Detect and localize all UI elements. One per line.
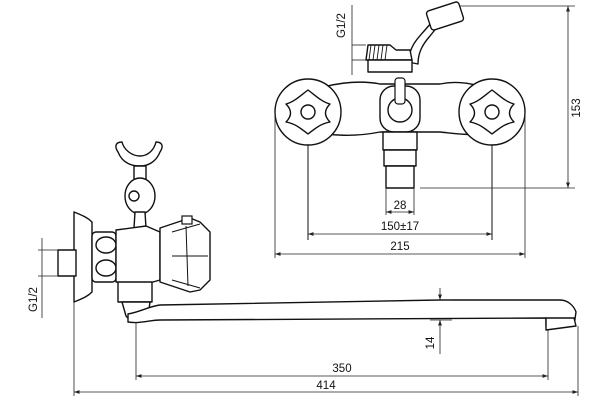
side-body (115, 225, 161, 285)
holder-screw (128, 190, 140, 202)
spout-nut-bottom (385, 165, 415, 189)
shower-outlet-head (425, 1, 465, 31)
side-handle[interactable] (159, 217, 211, 293)
total-414-label: 414 (316, 380, 336, 392)
nut-boss-bottom (95, 259, 117, 277)
width-215-label: 215 (390, 241, 409, 253)
width-28-label: 28 (394, 200, 407, 212)
outlet-collar (367, 59, 413, 73)
side-dimensions: G1/2 14 350 414 (28, 238, 579, 396)
shower-holder-cradle (115, 141, 163, 167)
eccentric-connector (57, 249, 77, 277)
height-153-label: 153 (571, 98, 583, 117)
front-view (274, 1, 526, 240)
handle-facets (171, 223, 208, 289)
thread-side-label: G1/2 (28, 287, 40, 312)
side-spout-nut (117, 281, 153, 303)
spout-350-label: 350 (332, 363, 351, 375)
side-wall-flange (73, 211, 93, 303)
handle-cap-top (181, 215, 193, 225)
thread-top-label: G1/2 (336, 13, 348, 38)
spout-aerator (545, 317, 577, 331)
spout-14-label: 14 (425, 336, 437, 349)
diverter-lever[interactable] (394, 77, 406, 105)
right-handle-cap (484, 104, 500, 120)
long-spout (127, 299, 577, 327)
nut-boss-top (95, 236, 117, 254)
side-view (57, 141, 577, 331)
centers-150-label: 150±17 (381, 221, 419, 233)
left-handle-cap (300, 104, 316, 120)
thread-lines-top (368, 44, 388, 61)
spout-nut-top (382, 131, 418, 151)
spout-nut-mid (383, 149, 417, 167)
front-dimensions: G1/2 153 28 150±17 215 (274, 5, 583, 258)
